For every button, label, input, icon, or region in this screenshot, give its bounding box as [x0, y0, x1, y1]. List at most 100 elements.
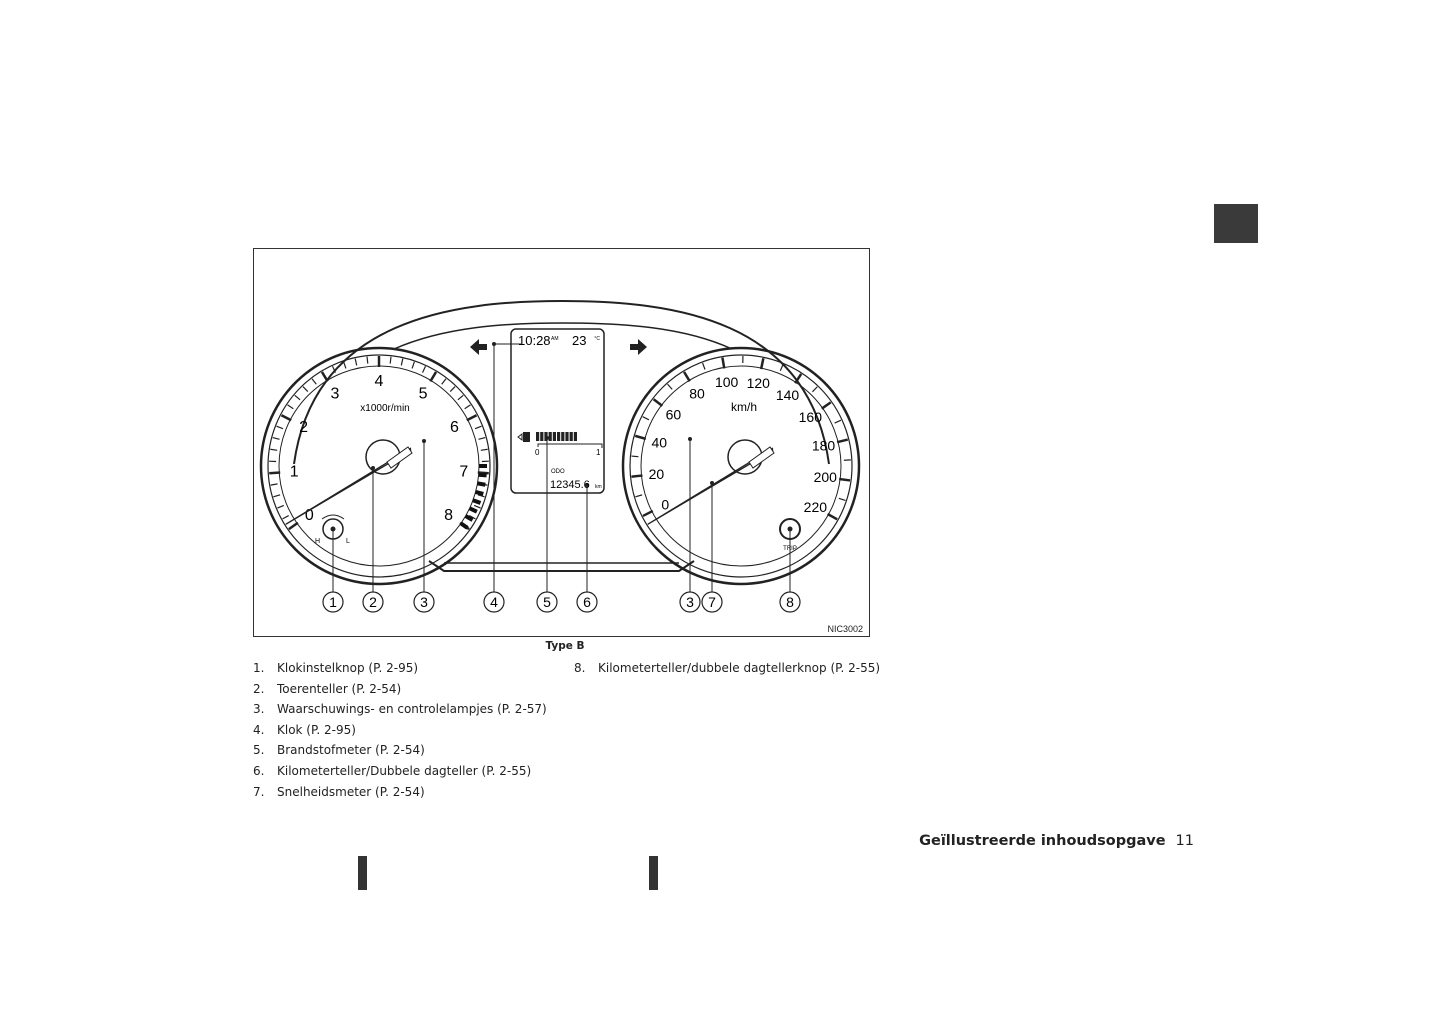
fuel-max: 1	[596, 448, 601, 457]
tach-tick	[354, 358, 358, 366]
list-number: 3.	[253, 702, 265, 717]
fuel-segment	[573, 432, 577, 441]
callout-circle	[483, 591, 505, 613]
list-number: 4.	[253, 722, 265, 737]
tach-tick	[277, 504, 285, 509]
list-item: 4.Klok (P. 2-95)	[253, 723, 547, 744]
tach-tick	[287, 404, 294, 410]
lcd-display	[510, 328, 605, 494]
list-item: 8. Kilometerteller/dubbele dagtellerknop …	[574, 661, 880, 682]
speedo-tick	[631, 455, 639, 458]
figure-caption: Type B	[545, 640, 585, 652]
speedo-tick	[634, 434, 647, 441]
odo-label: ODO	[551, 469, 565, 475]
speedo-tick	[682, 371, 691, 382]
list-item: 1.Klokinstelknop (P. 2-95)	[253, 661, 547, 682]
list-text: Kilometerteller/dubbele dagtellerknop (P…	[598, 661, 881, 675]
tach-label: 4	[375, 373, 384, 390]
tach-label: 0	[305, 507, 314, 524]
tach-tick	[294, 394, 301, 401]
tach-needle	[285, 447, 412, 525]
callout-dot	[492, 342, 496, 346]
knob-arrow-icon	[321, 514, 345, 520]
temperature-unit: °C	[594, 336, 600, 342]
tach-dial	[278, 365, 480, 567]
tach-bezel	[259, 346, 499, 586]
redzone-mark	[477, 481, 486, 487]
speedo-label: 0	[661, 497, 669, 513]
list-text: Kilometerteller/Dubbele dagteller (P. 2-…	[277, 763, 532, 778]
tach-tick	[282, 515, 289, 520]
fuel-segment	[536, 432, 540, 441]
speedo-label: 60	[666, 406, 682, 422]
tach-tick	[421, 366, 427, 373]
fuel-segment	[552, 432, 556, 441]
callout-number: 5	[543, 594, 551, 610]
callout-dot	[710, 481, 714, 485]
redzone-mark	[472, 498, 482, 505]
redzone-mark	[459, 521, 469, 530]
speedo-ring	[629, 354, 853, 578]
speedo-tick	[631, 474, 643, 478]
tach-tick	[477, 494, 485, 498]
tach-tick	[276, 425, 284, 430]
crop-mark	[649, 856, 658, 890]
clock-ampm: AM	[551, 336, 559, 342]
tach-tick	[441, 378, 447, 385]
fuel-segment	[569, 432, 573, 441]
tach-tick	[288, 521, 299, 531]
speedo-needle-tail	[748, 446, 775, 469]
callout-circle	[701, 591, 723, 613]
list-number: 2.	[253, 681, 265, 696]
speedo-label: 40	[651, 435, 667, 451]
list-text: Snelheidsmeter (P. 2-54)	[277, 784, 425, 799]
tach-tick	[473, 504, 481, 509]
tach-label: 1	[290, 464, 299, 481]
turn-right-arrow-icon	[630, 339, 647, 355]
tach-label: 3	[330, 385, 339, 402]
callout-dot	[788, 527, 792, 531]
trip-label: TRIP	[783, 546, 797, 552]
speedo-tick	[826, 512, 838, 521]
list-number: 8.	[574, 661, 586, 675]
callout-dot	[545, 436, 549, 440]
callout-circle	[779, 591, 801, 613]
redzone-mark	[464, 514, 474, 522]
tach-tick	[411, 361, 415, 369]
tach-tick	[389, 356, 392, 364]
tach-tick	[449, 386, 456, 393]
callout-circle	[576, 591, 598, 613]
tach-label: 8	[444, 507, 453, 524]
chapter-tab	[1214, 204, 1258, 243]
list-item: 5.Brandstofmeter (P. 2-54)	[253, 743, 547, 764]
tach-tick	[457, 394, 464, 401]
speedo-label: 140	[776, 387, 800, 403]
tach-tick	[273, 494, 281, 498]
tach-tick	[320, 371, 329, 383]
list-text: Waarschuwings- en controlelampjes (P. 2-…	[277, 702, 547, 717]
callout-number: 4	[490, 594, 498, 610]
list-text: Brandstofmeter (P. 2-54)	[277, 743, 425, 758]
speedo-tick	[642, 416, 650, 421]
tach-tick	[311, 378, 317, 385]
fuel-arrow-icon	[517, 433, 523, 441]
speedo-bezel	[621, 346, 861, 586]
fuel-scale	[537, 443, 603, 448]
list-item: 6. Kilometerteller/Dubbele dagteller (P. …	[253, 764, 547, 785]
callout-dot	[331, 527, 335, 531]
speedo-label: 200	[814, 469, 838, 485]
speedo-label: 80	[689, 385, 705, 401]
tach-tick	[302, 386, 309, 393]
list-item: 3. Waarschuwings- en controlelampjes (P. …	[253, 702, 547, 723]
speedo-tick	[721, 357, 726, 369]
list-text: Toerenteller (P. 2-54)	[277, 681, 402, 696]
list-number: 6.	[253, 763, 265, 778]
speedo-label: 100	[715, 374, 739, 390]
tach-tick	[272, 436, 280, 440]
speedo-label: 180	[812, 438, 836, 454]
speedo-label: 160	[799, 409, 823, 425]
page-number: 11	[1175, 833, 1194, 849]
